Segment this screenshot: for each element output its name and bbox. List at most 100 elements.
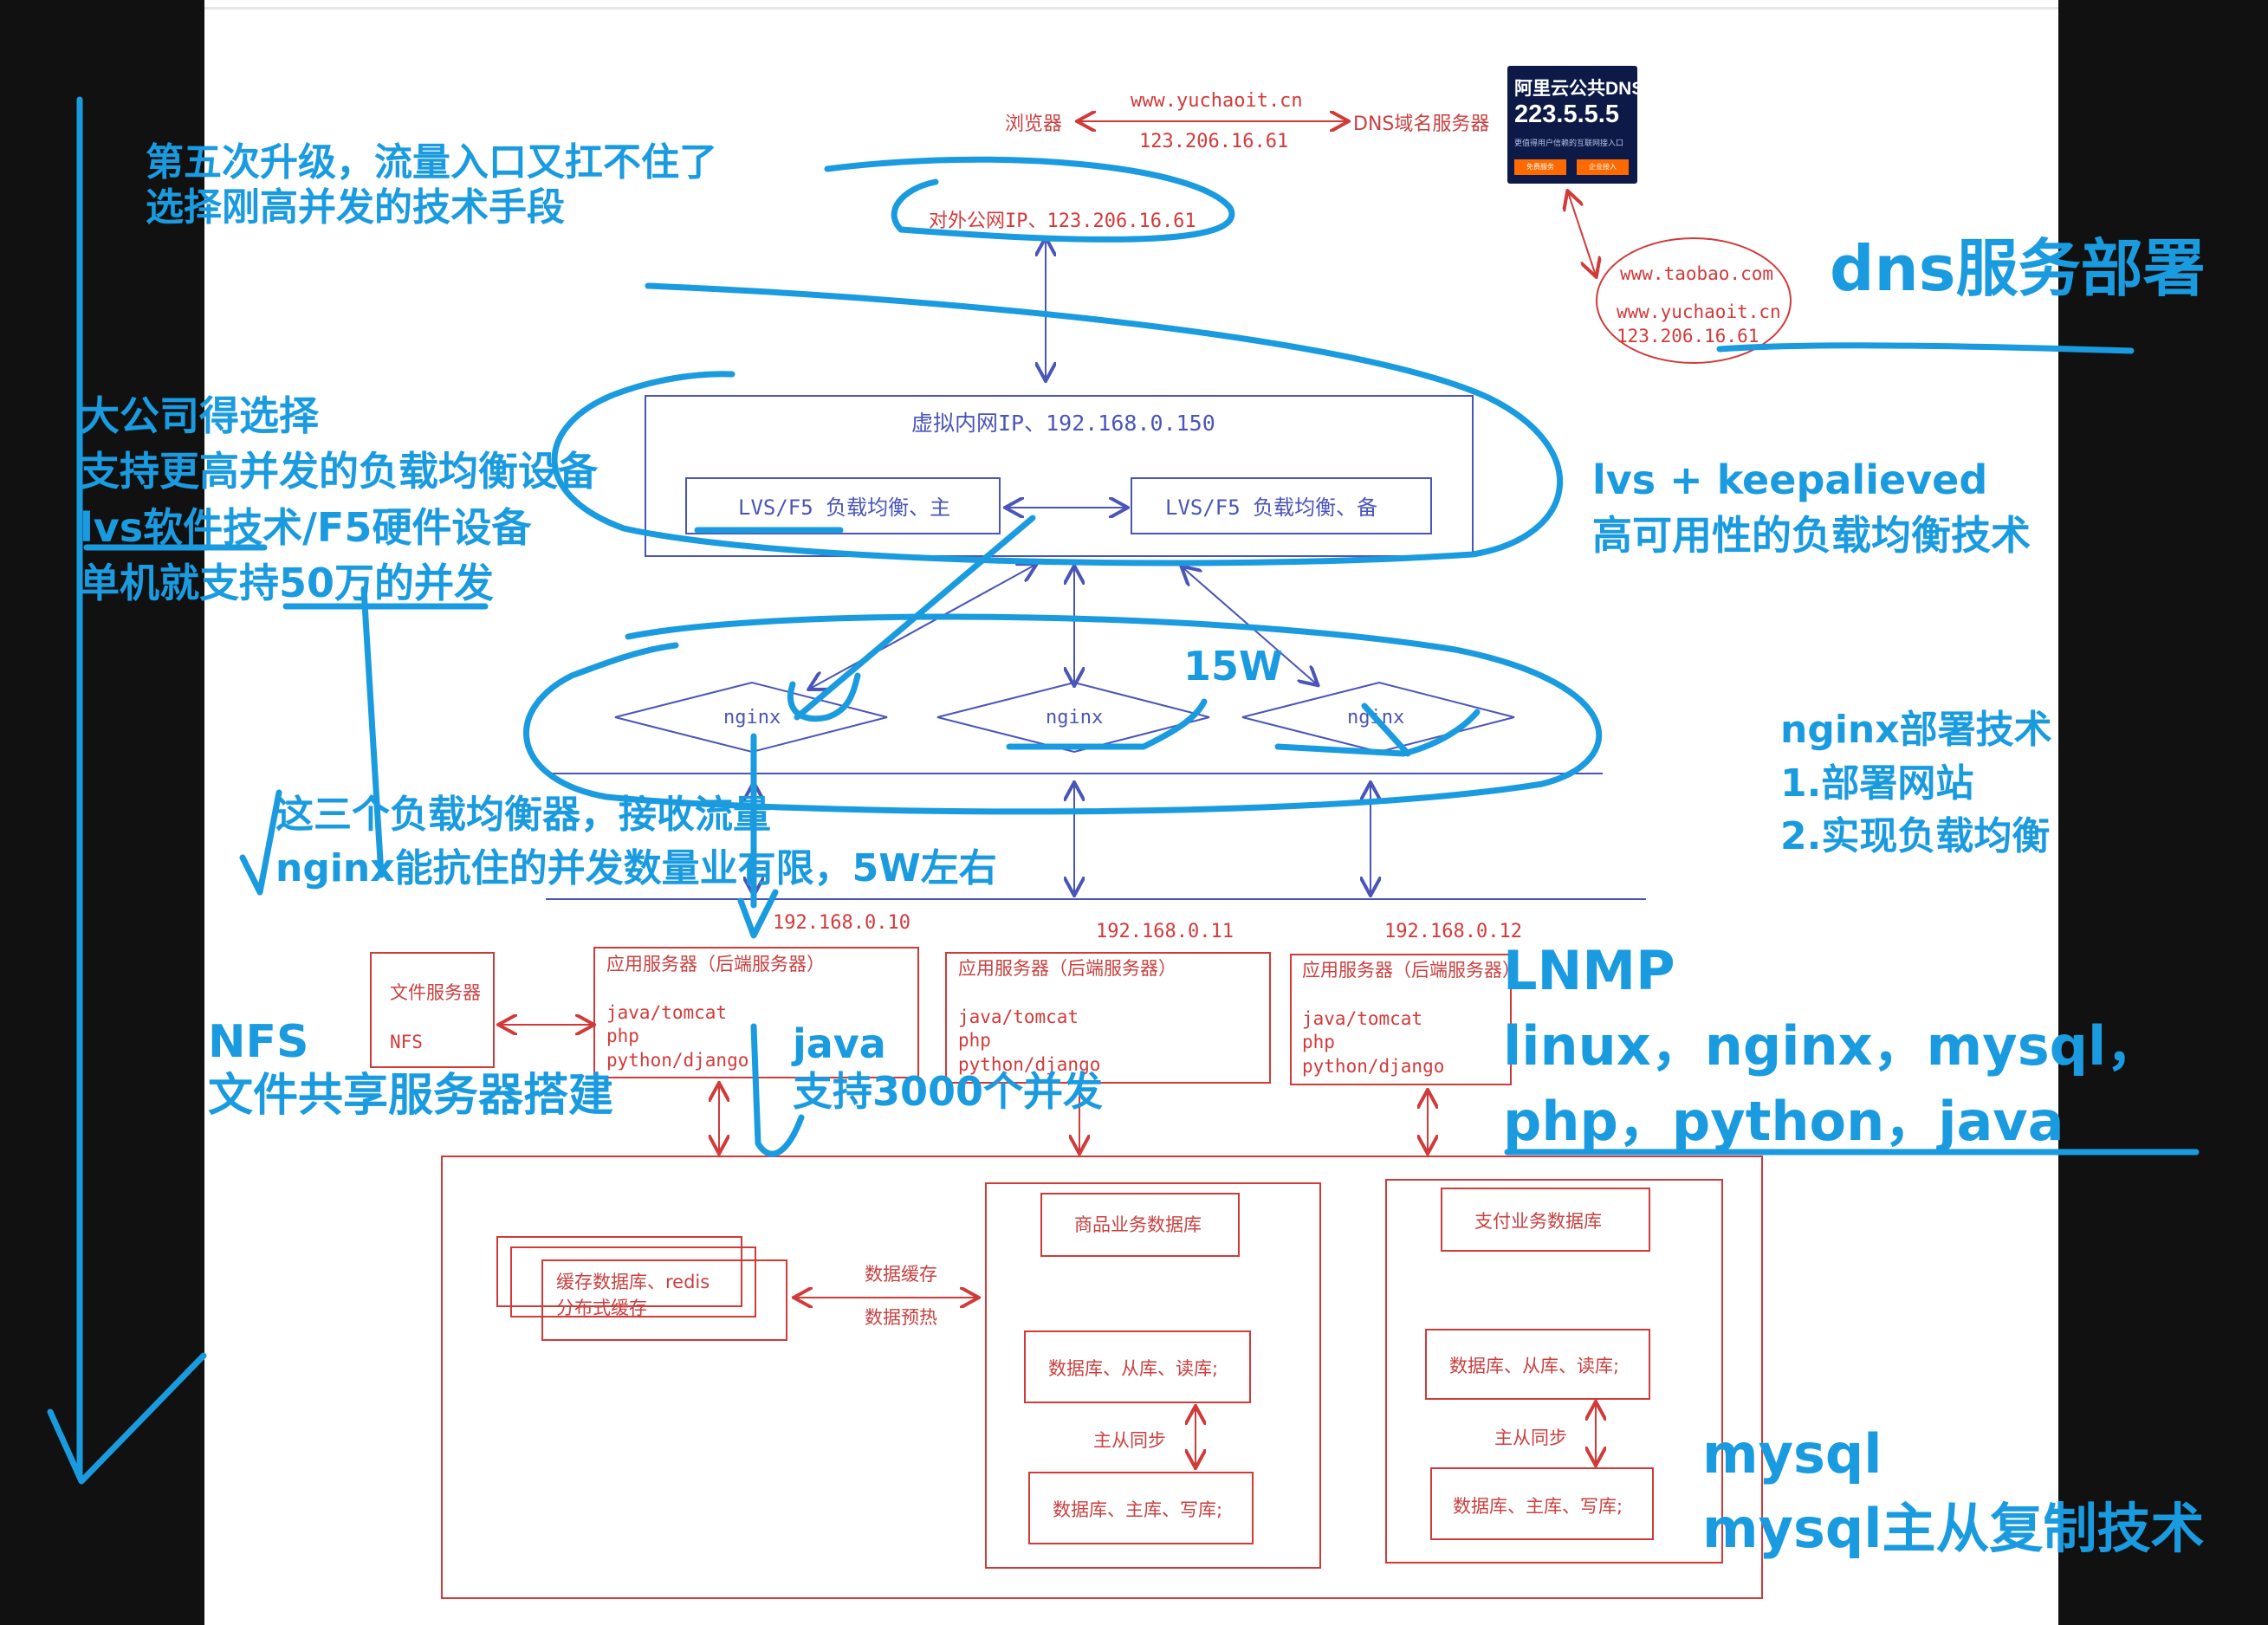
product-db-title: 商品业务数据库 [1074,1214,1202,1235]
annotation-lnmp-line3: php，python，java [1503,1089,2064,1153]
payment-master-label: 数据库、主库、写库; [1453,1496,1623,1517]
pointer-line [360,586,385,878]
annotation-15w: 15W [1183,643,1283,689]
nginx-node-3 [1241,681,1515,754]
app-server-3-l1: java/tomcat [1302,1008,1422,1029]
dns-record-taobao: www.taobao.com [1620,263,1773,284]
app-server-3-l2: php [1302,1032,1335,1052]
down-pointer-nginx [737,733,779,939]
cache-db-l1: 缓存数据库、redis [556,1272,710,1292]
cache-op-1: 数据缓存 [865,1264,937,1285]
annotation-upgrade-line1: 第五次升级，流量入口又扛不住了 [146,140,717,185]
annotation-nginx-deploy-line3: 2.实现负载均衡 [1780,814,2051,859]
left-dark-margin [0,0,204,1625]
payment-db-title-box [1441,1188,1650,1252]
nginx-label-1: nginx [723,707,781,728]
dns-card-desc: 更值得用户信赖的互联网接入口 [1514,139,1624,147]
app-server-box-3 [1290,954,1512,1085]
dns-underline [1716,342,2135,354]
annotation-big-company-line2: 支持更高并发的负载均衡设备 [80,448,598,495]
cache-db-l2: 分布式缓存 [556,1298,647,1318]
nginx-check-3-tick [1361,702,1411,757]
lvs-master-box [685,477,1001,534]
java-check [750,1023,805,1157]
cache-db-box [541,1259,787,1341]
timeline-arrow-head [47,1352,207,1485]
dns-server-label: DNS域名服务器 [1353,113,1489,135]
annotation-lvs-ha-line2: 高可用性的负载均衡技术 [1592,512,2031,560]
cache-stack-back [496,1236,742,1307]
canvas-top-edge [204,7,2058,10]
payment-master-box [1430,1467,1654,1540]
app-server-box-2 [945,952,1271,1084]
product-slave-box [1024,1330,1251,1403]
file-server-box [370,952,495,1068]
app-server-3-title: 应用服务器（后端服务器） [1302,960,1520,981]
annotation-upgrade-line2: 选择刚高并发的技术手段 [146,185,565,230]
annotation-dns-deploy: dns服务部署 [1830,232,2206,305]
annotation-big-company-line1: 大公司得选择 [80,392,319,439]
nginx-circle [523,613,1603,815]
annotation-mysql-line2: mysql主从复制技术 [1702,1496,2205,1560]
product-master-box [1028,1472,1254,1544]
dns-card-ip: 223.5.5.5 [1514,100,1619,128]
dns-card-button-enterprise: 企业接入 [1577,159,1629,175]
lvs-backup-box [1131,477,1432,534]
dns-record-ip: 123.206.16.61 [1617,326,1759,346]
domain-top-label: www.yuchaoit.cn [1131,90,1303,112]
annotation-mysql: mysql mysql主从复制技术 [1702,1417,2205,1565]
annotation-java-line1: java [793,1020,886,1067]
annotation-three-lb-line2: nginx能抗住的并发数量业有限，5W左右 [275,845,997,890]
nginx-node-1 [614,681,888,754]
right-dark-margin [2058,0,2268,1625]
server-ip-3: 192.168.0.12 [1384,921,1522,942]
annotation-big-company-line3: lvs软件技术/F5硬件设备 [80,503,532,551]
lvs-master-label: LVS/F5 负载均衡、主 [738,495,950,520]
vip-box [645,395,1474,557]
browser-label: 浏览器 [1005,113,1062,135]
annotation-big-company: 大公司得选择 支持更高并发的负载均衡设备 lvs软件技术/F5硬件设备 单机就支… [80,388,598,612]
data-tier-box [441,1156,1763,1599]
dns-records-ellipse [1596,237,1792,364]
file-server-sub: NFS [390,1032,423,1052]
nginx-check-1 [787,672,861,722]
aliyun-dns-card: 阿里云公共DNS 223.5.5.5 更值得用户信赖的互联网接入口 免费服务 企… [1507,66,1643,184]
payment-db-title: 支付业务数据库 [1474,1211,1602,1232]
annotation-mysql-line1: mysql [1702,1422,1882,1486]
dns-record-yuchaoit: www.yuchaoit.cn [1617,301,1781,322]
nginx-label-2: nginx [1046,707,1103,728]
annotation-nfs-line2: 文件共享服务器搭建 [208,1070,614,1123]
annotation-three-lb: 这三个负载均衡器，接收流量 nginx能抗住的并发数量业有限，5W左右 [275,788,997,895]
cache-stack-mid [510,1246,756,1317]
annotation-upgrade: 第五次升级，流量入口又扛不住了 选择刚高并发的技术手段 [146,140,717,230]
product-sync-label: 主从同步 [1093,1430,1166,1451]
annotation-lnmp: LNMP linux，nginx，mysql， php，python，java [1503,934,2160,1159]
public-ip-label: 对外公网IP、123.206.16.61 [929,210,1196,232]
annotation-lvs-ha-line1: lvs + keepalieved [1592,456,1988,503]
app-server-1-l1: java/tomcat [606,1002,727,1023]
payment-slave-box [1425,1329,1650,1400]
app-server-2-l1: java/tomcat [958,1007,1079,1027]
product-db-group [985,1182,1321,1569]
lvs-nginx1-arrow [810,565,1035,689]
dns-card-title: 阿里云公共DNS [1514,79,1644,99]
app-server-1-l2: php [606,1026,639,1046]
annotation-lnmp-line2: linux，nginx，mysql， [1503,1013,2161,1078]
dns-card-records-arrow [1568,192,1596,275]
flow-stroke-lvs-nginx [794,515,1036,721]
annotation-nginx-deploy: nginx部署技术 1.部署网站 2.实现负载均衡 [1780,703,2052,864]
public-ip-circle [824,156,1235,243]
annotation-nginx-deploy-line1: nginx部署技术 [1780,708,2052,752]
annotation-nfs: NFS 文件共享服务器搭建 [208,1015,613,1123]
annotation-nginx-deploy-line2: 1.部署网站 [1780,761,1974,806]
app-server-1-title: 应用服务器（后端服务器） [606,954,825,974]
lvs-circle [551,282,1564,566]
app-server-2-l3: python/django [958,1054,1100,1075]
vip-label: 虚拟内网IP、192.168.0.150 [911,411,1215,436]
app-server-3-l3: python/django [1302,1056,1444,1077]
annotation-lvs-ha: lvs + keepalieved 高可用性的负载均衡技术 [1592,452,2031,564]
product-master-label: 数据库、主库、写库; [1053,1499,1222,1520]
nginx-check-2 [1006,698,1208,750]
product-db-title-box [1040,1193,1240,1257]
